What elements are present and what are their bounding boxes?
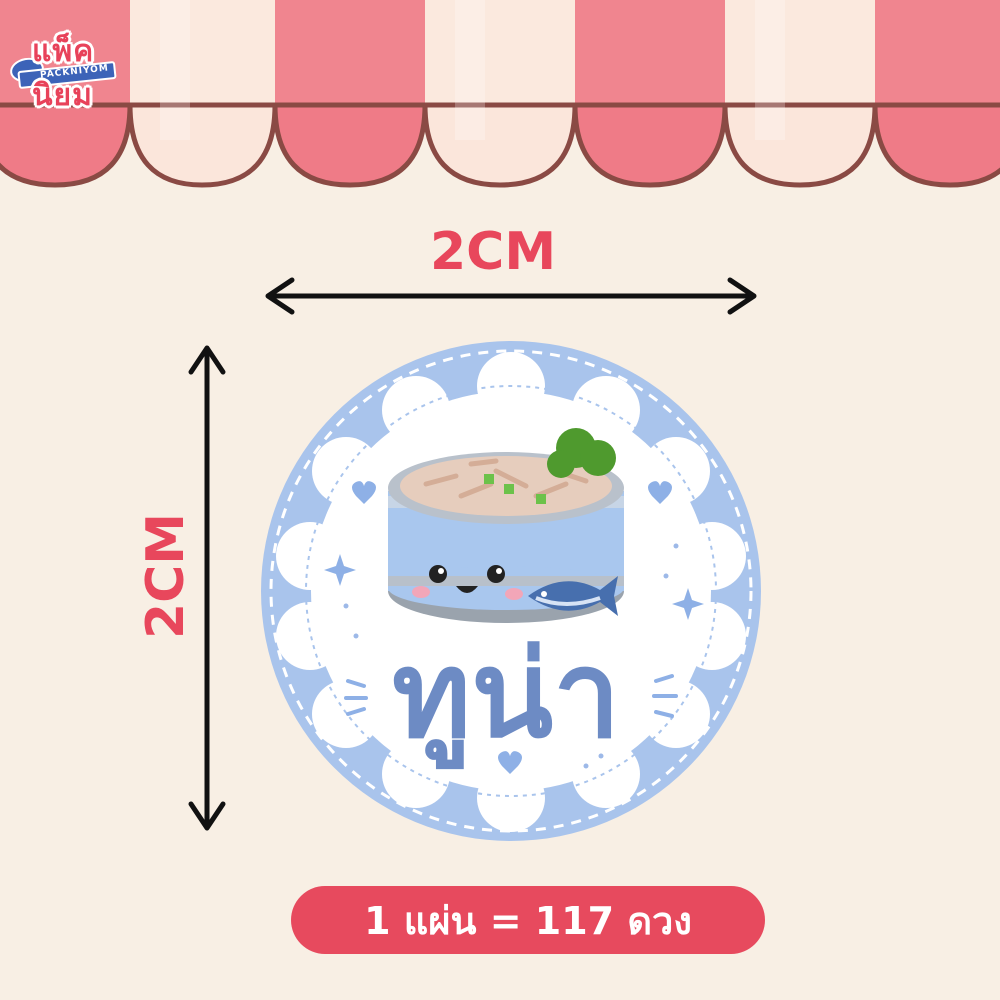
quantity-text: 1 แผ่น = 117 ดวง	[364, 898, 692, 943]
packniyom-logo: แพ็ค PACKNIYOM นิยม	[8, 26, 122, 113]
fish-icon	[528, 576, 618, 616]
logo-bottom-text: นิยม	[32, 78, 93, 113]
quantity-badge: 1 แผ่น = 117 ดวง	[291, 886, 765, 954]
horizontal-arrow-icon	[265, 277, 757, 315]
awning-decoration	[0, 0, 1000, 188]
logo-top-text: แพ็ค	[32, 34, 95, 69]
vertical-arrow-icon	[188, 345, 226, 831]
sticker-title-text: ทูน่า	[392, 626, 621, 765]
width-dimension-label: 2CM	[430, 222, 557, 282]
tuna-sticker	[261, 341, 761, 841]
